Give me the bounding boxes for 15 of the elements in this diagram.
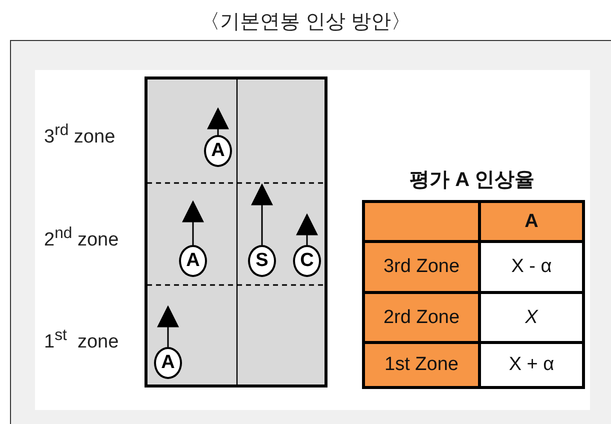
arrow	[207, 107, 229, 135]
row-header-cell: 2rd Zone	[362, 291, 481, 344]
arrow	[157, 305, 179, 347]
arrow	[182, 200, 204, 245]
row-header-cell: 3rd Zone	[362, 240, 481, 294]
arrow	[296, 213, 318, 245]
row-header-cell: 1st Zone	[362, 341, 481, 389]
arrow	[251, 183, 273, 245]
value-cell: X + α	[478, 341, 585, 389]
zone-label: 2$^{nd}$ zone	[44, 225, 119, 252]
title: 〈기본연봉 인상 방안〉	[198, 10, 412, 35]
zone-label: 3$^{rd}$ zone	[44, 122, 116, 148]
zone-label: 1$^{st}$ zone	[44, 327, 119, 354]
header-cell: A	[478, 200, 585, 243]
table-title: 평가 A 인상율	[408, 168, 536, 193]
